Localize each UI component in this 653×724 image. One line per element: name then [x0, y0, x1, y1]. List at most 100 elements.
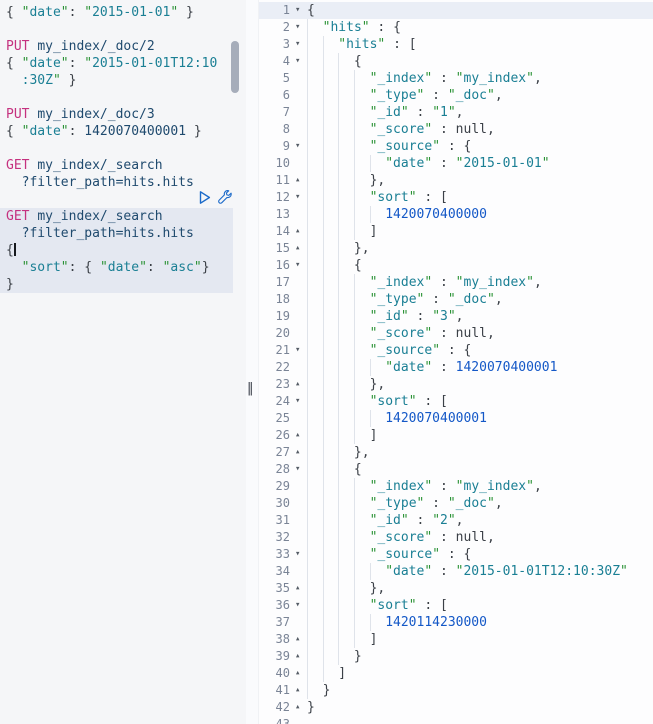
request-line[interactable]: { "date": "2015-01-01" } — [0, 4, 233, 21]
response-line[interactable]: 4▾{ — [259, 53, 653, 70]
fold-close-icon[interactable]: ▴ — [295, 243, 301, 253]
response-line[interactable]: 16▾{ — [259, 257, 653, 274]
resizer-handle[interactable]: ‖ — [247, 381, 254, 396]
request-editor[interactable]: { "date": "2015-01-01" } PUT my_index/_do… — [0, 0, 246, 724]
request-line[interactable]: GET my_index/_search — [0, 208, 233, 225]
request-line[interactable]: } — [0, 276, 233, 293]
response-line[interactable]: 30"_type" : "_doc", — [259, 495, 653, 512]
response-line[interactable]: 15▴}, — [259, 240, 653, 257]
response-line[interactable]: 24▾"sort" : [ — [259, 393, 653, 410]
response-line[interactable]: 8"_score" : null, — [259, 121, 653, 138]
response-line[interactable]: 14▴] — [259, 223, 653, 240]
request-line[interactable]: { "date": 1420070400001 } — [0, 123, 233, 140]
response-line[interactable]: 31"_id" : "2", — [259, 512, 653, 529]
indent-guide — [322, 155, 339, 172]
fold-close-icon[interactable]: ▴ — [295, 668, 301, 678]
request-line[interactable]: { — [0, 242, 233, 259]
response-line[interactable]: 9▾"_source" : { — [259, 138, 653, 155]
request-line[interactable]: GET my_index/_search — [0, 157, 233, 174]
response-line[interactable]: 20"_score" : null, — [259, 325, 653, 342]
code-token: 1420070400001 — [385, 411, 487, 426]
fold-close-icon[interactable]: ▴ — [295, 702, 301, 712]
fold-close-icon[interactable]: ▴ — [295, 583, 301, 593]
fold-close-icon[interactable]: ▴ — [295, 379, 301, 389]
indent-guide — [353, 291, 370, 308]
response-line[interactable]: 36▾"sort" : [ — [259, 597, 653, 614]
request-line[interactable] — [0, 21, 233, 38]
fold-close-icon[interactable]: ▴ — [295, 175, 301, 185]
response-line[interactable]: 27▴}, — [259, 444, 653, 461]
wrench-icon[interactable] — [217, 189, 233, 205]
fold-open-icon[interactable]: ▾ — [295, 56, 301, 66]
response-line[interactable]: 41▴} — [259, 682, 653, 699]
fold-open-icon[interactable]: ▾ — [295, 192, 301, 202]
response-line[interactable]: 2▾"hits" : { — [259, 19, 653, 36]
request-line[interactable]: "sort": { "date": "asc"} — [0, 259, 233, 276]
fold-open-icon[interactable]: ▾ — [295, 5, 301, 15]
response-line[interactable]: 29"_index" : "my_index", — [259, 478, 653, 495]
fold-close-icon[interactable]: ▴ — [295, 685, 301, 695]
response-line[interactable]: 21▾"_source" : { — [259, 342, 653, 359]
response-editor[interactable]: 1▾{2▾"hits" : {3▾"hits" : [4▾{5"_index" … — [258, 0, 653, 724]
fold-open-icon[interactable]: ▾ — [295, 22, 301, 32]
response-line[interactable]: 6"_type" : "_doc", — [259, 87, 653, 104]
request-line[interactable]: :30Z" } — [0, 72, 233, 89]
play-icon[interactable] — [198, 190, 211, 205]
fold-close-icon[interactable]: ▴ — [295, 447, 301, 457]
response-line[interactable]: 26▴] — [259, 427, 653, 444]
response-line[interactable]: 18"_type" : "_doc", — [259, 291, 653, 308]
response-line[interactable]: 23▴}, — [259, 376, 653, 393]
response-line[interactable]: 38▴] — [259, 631, 653, 648]
code-token: " — [369, 547, 378, 562]
response-line[interactable]: 28▾{ — [259, 461, 653, 478]
response-line[interactable]: 32"_score" : null, — [259, 529, 653, 546]
fold-close-icon[interactable]: ▴ — [295, 226, 301, 236]
line-number: 33 — [275, 547, 290, 561]
fold-open-icon[interactable]: ▾ — [295, 464, 301, 474]
response-line[interactable]: 33▾"_source" : { — [259, 546, 653, 563]
indent-guide — [338, 172, 354, 189]
request-line[interactable]: { "date": "2015-01-01T12:10 — [0, 55, 233, 72]
fold-close-icon[interactable]: ▴ — [295, 430, 301, 440]
code-token: " — [60, 260, 69, 275]
request-line[interactable]: PUT my_index/_doc/2 — [0, 38, 233, 55]
code-token: }, — [369, 377, 386, 392]
code-token: : — [68, 124, 85, 139]
response-line[interactable]: 10"date" : "2015-01-01" — [259, 155, 653, 172]
fold-open-icon[interactable]: ▾ — [295, 600, 301, 610]
response-line[interactable]: 40▴] — [259, 665, 653, 682]
response-line[interactable]: 39▴} — [259, 648, 653, 665]
indent-guide — [338, 495, 354, 512]
request-line[interactable]: ?filter_path=hits.hits — [0, 174, 233, 191]
response-line[interactable]: 17"_index" : "my_index", — [259, 274, 653, 291]
request-line[interactable]: PUT my_index/_doc/3 — [0, 106, 233, 123]
scrollbar-thumb[interactable] — [231, 41, 239, 93]
fold-open-icon[interactable]: ▾ — [295, 141, 301, 151]
response-line[interactable]: 42▴} — [259, 699, 653, 716]
fold-open-icon[interactable]: ▾ — [295, 345, 301, 355]
response-line[interactable]: 1▾{ — [259, 2, 653, 19]
fold-open-icon[interactable]: ▾ — [295, 260, 301, 270]
fold-open-icon[interactable]: ▾ — [295, 39, 301, 49]
fold-open-icon[interactable]: ▾ — [295, 549, 301, 559]
response-line[interactable]: 11▴}, — [259, 172, 653, 189]
response-line[interactable]: 43 — [259, 716, 653, 724]
response-line[interactable]: 7"_id" : "1", — [259, 104, 653, 121]
fold-close-icon[interactable]: ▴ — [295, 634, 301, 644]
response-line[interactable]: 3▾"hits" : [ — [259, 36, 653, 53]
fold-open-icon[interactable]: ▾ — [295, 396, 301, 406]
request-line[interactable] — [0, 89, 233, 106]
request-line[interactable] — [0, 140, 233, 157]
fold-close-icon[interactable]: ▴ — [295, 651, 301, 661]
response-line[interactable]: 22"date" : 1420070400001 — [259, 359, 653, 376]
response-line[interactable]: 19"_id" : "3", — [259, 308, 653, 325]
response-line[interactable]: 12▾"sort" : [ — [259, 189, 653, 206]
request-line[interactable]: ?filter_path=hits.hits — [0, 225, 233, 242]
response-line[interactable]: 34"date" : "2015-01-01T12:10:30Z" — [259, 563, 653, 580]
response-line[interactable]: 35▴}, — [259, 580, 653, 597]
line-number: 19 — [275, 309, 290, 323]
response-line[interactable]: 5"_index" : "my_index", — [259, 70, 653, 87]
